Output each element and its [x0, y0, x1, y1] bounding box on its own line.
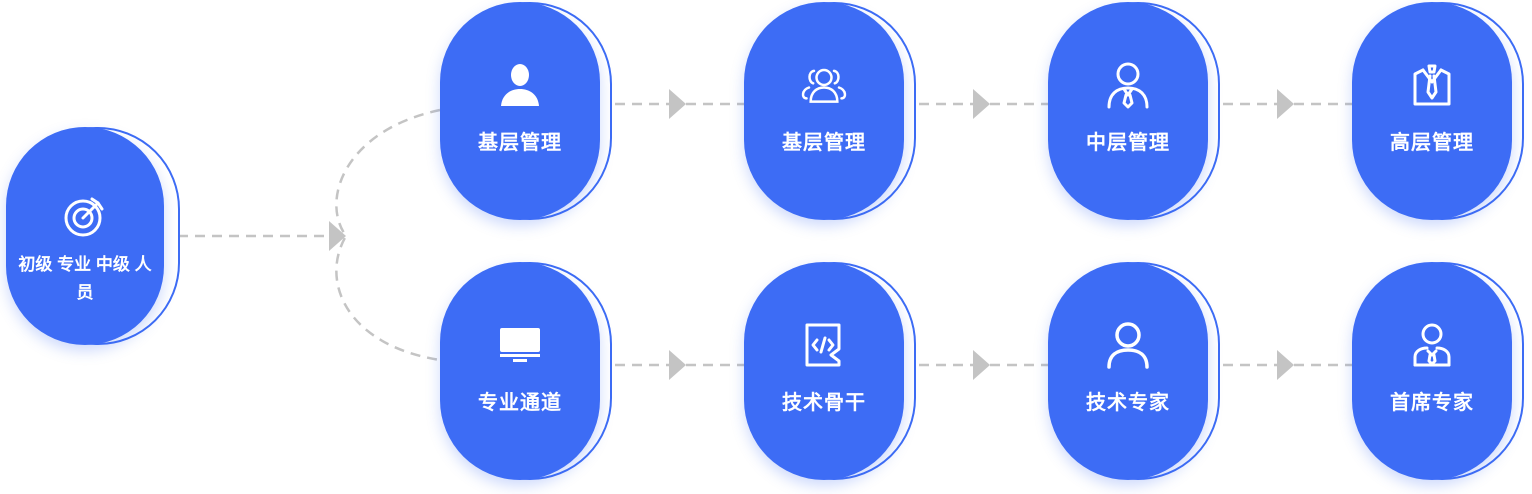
node-label: 基层管理: [478, 132, 562, 154]
node-front: 技术骨干: [744, 262, 904, 480]
person-tie-icon: [1103, 60, 1153, 110]
fork-curve: [335, 108, 441, 362]
node-front: 基层管理: [440, 2, 600, 220]
target-icon: [60, 191, 110, 241]
start-node-front: 初级 专业 中级 人员: [6, 127, 164, 345]
arrow-start-icon: [329, 221, 346, 251]
node-label: 基层管理: [782, 132, 866, 154]
arrow-top-2-icon: [973, 89, 990, 119]
arrow-bottom-3-icon: [1277, 350, 1294, 380]
person-outline-icon: [1103, 320, 1153, 370]
node-front: 专业通道: [440, 262, 600, 480]
arrow-bottom-2-icon: [973, 350, 990, 380]
code-icon: [799, 320, 849, 370]
node-label: 技术骨干: [782, 392, 866, 414]
arrow-bottom-1-icon: [669, 350, 686, 380]
node-front: 中层管理: [1048, 2, 1208, 220]
expert-person-icon: [1407, 320, 1457, 370]
node-label: 首席专家: [1390, 392, 1474, 414]
node-front: 基层管理: [744, 2, 904, 220]
group-icon: [799, 60, 849, 110]
arrow-top-3-icon: [1277, 89, 1294, 119]
node-front: 首席专家: [1352, 262, 1512, 480]
person-silhouette-icon: [495, 60, 545, 110]
node-label: 专业通道: [478, 392, 562, 414]
node-label: 高层管理: [1390, 132, 1474, 154]
node-label: 中层管理: [1086, 132, 1170, 154]
monitor-icon: [495, 320, 545, 370]
node-front: 高层管理: [1352, 2, 1512, 220]
arrow-top-1-icon: [669, 89, 686, 119]
node-label: 技术专家: [1086, 392, 1170, 414]
start-node-label: 初级 专业 中级 人员: [18, 255, 152, 302]
node-front: 技术专家: [1048, 262, 1208, 480]
suit-icon: [1407, 60, 1457, 110]
